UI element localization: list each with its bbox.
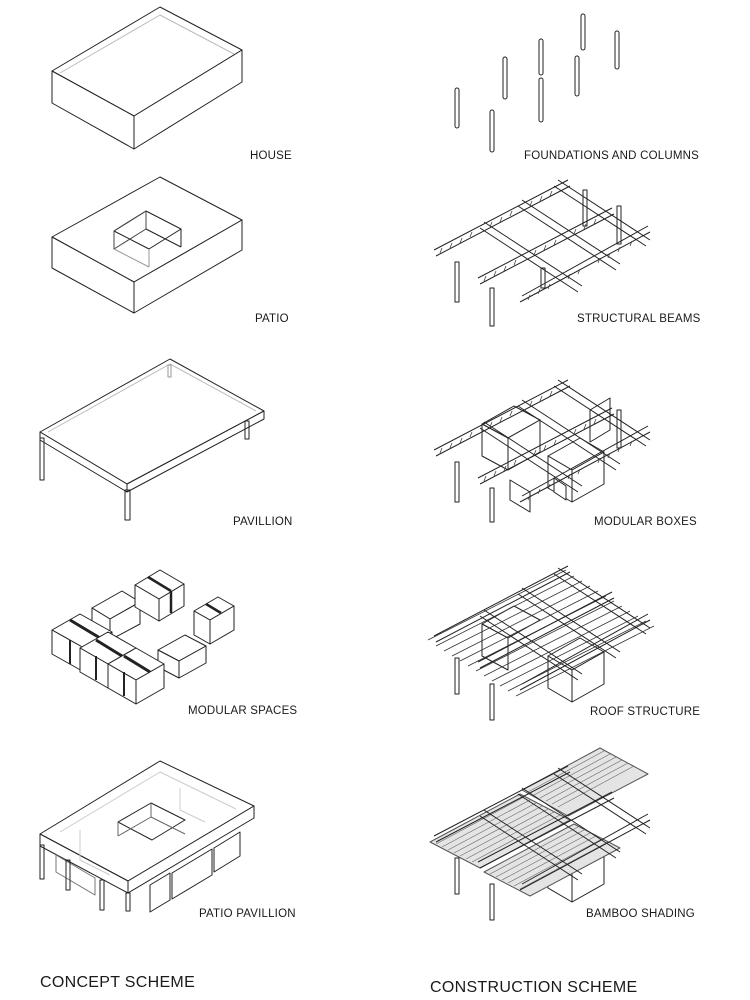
label-patio-pavillion: PATIO PAVILLION xyxy=(199,908,296,920)
label-foundations-columns: FOUNDATIONS AND COLUMNS xyxy=(524,150,699,162)
label-pavillion: PAVILLION xyxy=(233,516,293,528)
patio-drawing xyxy=(52,177,242,313)
house-drawing xyxy=(52,7,242,149)
label-patio: PATIO xyxy=(255,313,289,325)
label-modular-spaces: MODULAR SPACES xyxy=(188,705,297,717)
modular-boxes-drawing xyxy=(434,380,650,522)
label-modular-boxes: MODULAR BOXES xyxy=(594,516,697,528)
construction-scheme-heading: CONSTRUCTION SCHEME xyxy=(430,979,637,997)
concept-scheme-heading: CONCEPT SCHEME xyxy=(40,974,195,992)
patio-pavillion-drawing xyxy=(40,761,254,912)
label-house: HOUSE xyxy=(250,150,292,162)
structural-beams-drawing xyxy=(434,180,650,326)
pavillion-drawing xyxy=(40,359,264,520)
bamboo-shading-drawing xyxy=(430,748,650,920)
roof-structure-drawing xyxy=(428,566,654,720)
foundations-columns-drawing xyxy=(455,14,619,152)
label-structural-beams: STRUCTURAL BEAMS xyxy=(577,313,701,325)
modular-spaces-drawing xyxy=(52,570,234,704)
label-bamboo-shading: BAMBOO SHADING xyxy=(586,908,695,920)
label-roof-structure: ROOF STRUCTURE xyxy=(590,706,700,718)
